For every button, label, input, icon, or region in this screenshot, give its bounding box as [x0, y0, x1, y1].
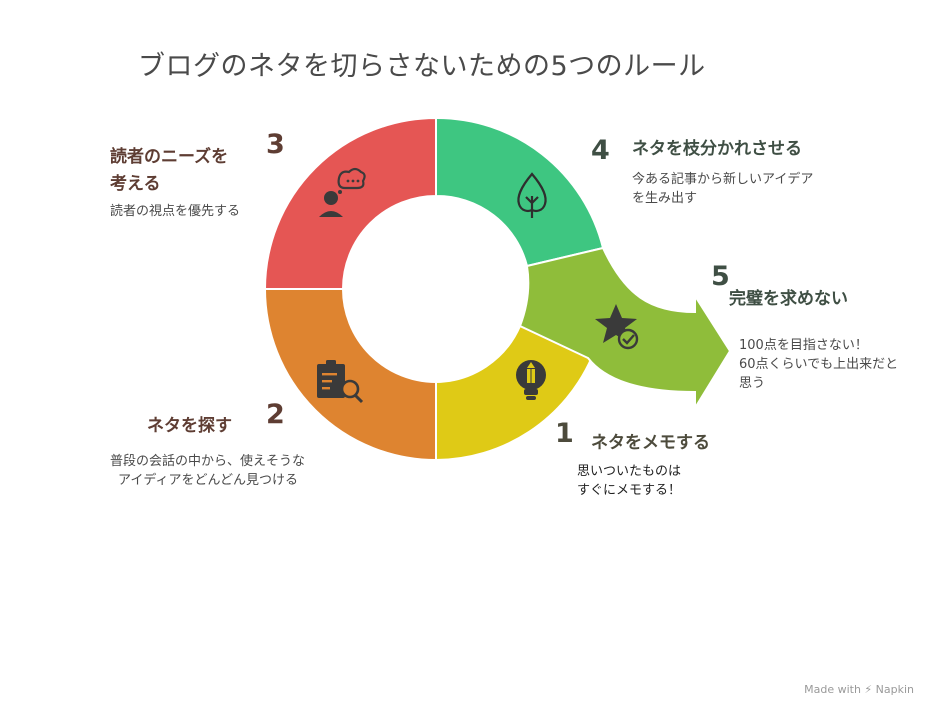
step-1-number: 1 [555, 418, 574, 449]
step-2-description: 普段の会話の中から、使えそうな アイディアをどんどん見つける [110, 454, 306, 488]
step-2-number: 2 [266, 399, 285, 430]
step-1-description: 思いついたものは すぐにメモする！ [577, 464, 682, 498]
step-3-description: 読者の視点を優先する [110, 204, 241, 219]
step-3-number: 3 [266, 129, 285, 160]
step-4-heading: ネタを枝分かれさせる [632, 139, 802, 159]
step-4-number: 4 [591, 135, 610, 166]
segment-1 [435, 324, 594, 462]
napkin-watermark: Made with ⚡ Napkin [804, 683, 914, 696]
step-5-number: 5 [711, 261, 730, 292]
clipboard-search-icon [317, 360, 364, 404]
step-5-heading: 完璧を求めない [729, 289, 848, 309]
step-4-description: 今ある記事から新しいアイデア を生み出す [632, 172, 814, 206]
lightbulb-pencil-icon [516, 360, 546, 400]
segment-2 [263, 288, 437, 462]
step-5-description: 100点を目指さない！ 60点くらいでも上出来だと 思う [739, 338, 899, 391]
tree-icon [517, 172, 547, 218]
person-thought-icon [319, 167, 366, 217]
step-3-heading: 読者のニーズを 考える [110, 147, 229, 194]
segment-3 [263, 116, 437, 290]
step-2-heading: ネタを探す [147, 416, 232, 436]
page-title: ブログのネタを切らさないための5つのルール [138, 51, 706, 82]
step-1-heading: ネタをメモする [591, 433, 710, 453]
star-check-icon [595, 304, 639, 350]
